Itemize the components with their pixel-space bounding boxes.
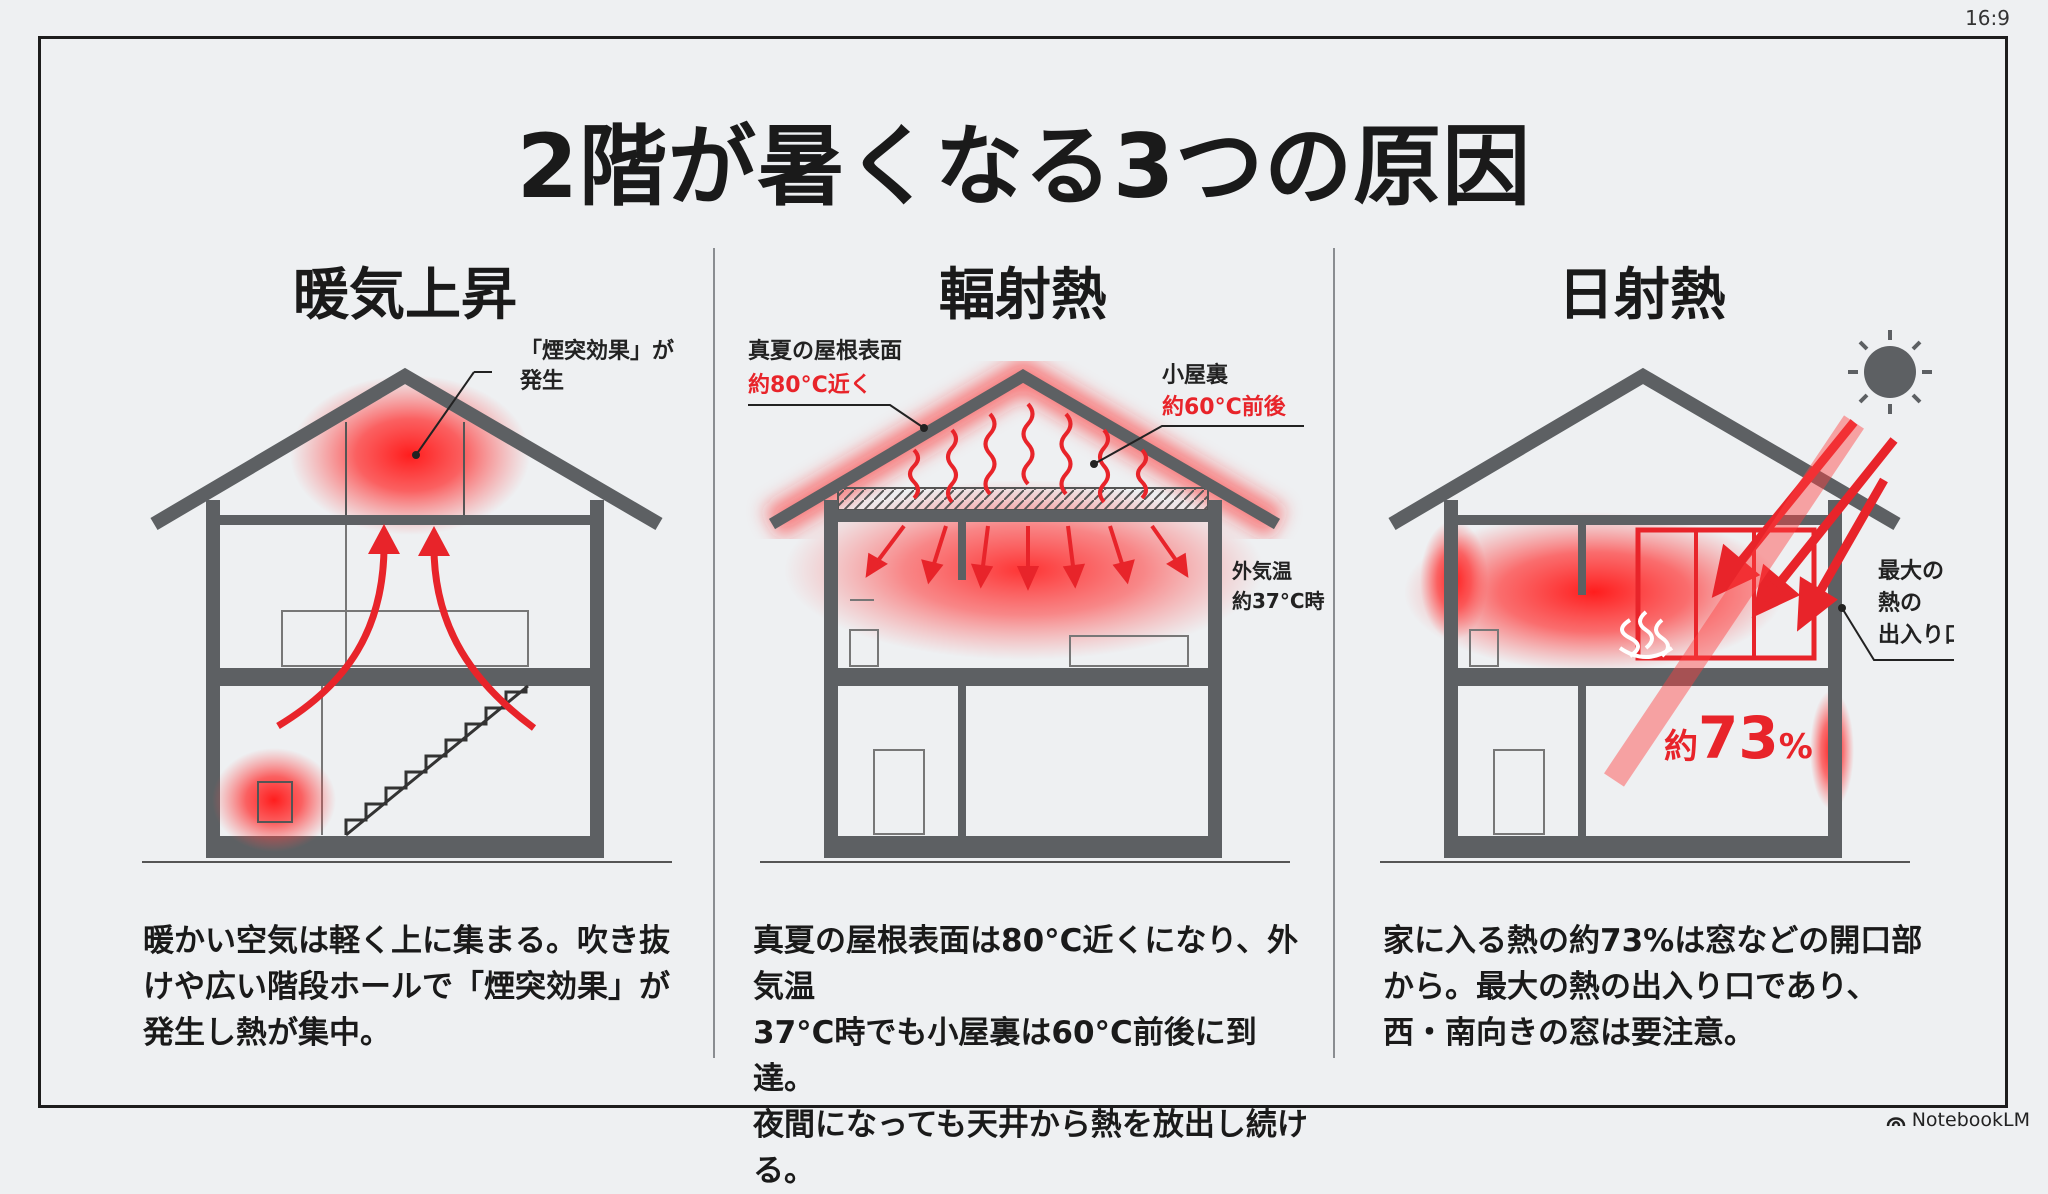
- outside-temp-label: 外気温 約37°C時: [1232, 559, 1325, 613]
- chimney-effect-callout: 「煙突効果」が 発生: [519, 338, 682, 394]
- radiant-heat-wave-7: [1136, 448, 1148, 500]
- radiant-heat-wave-1: [908, 448, 920, 500]
- attic-label: 小屋裏: [1162, 362, 1229, 388]
- heading-warm-air-rise: 暖気上昇: [293, 263, 517, 328]
- warm-air-arrow-left: [276, 537, 388, 729]
- roof-surface-temp: 約80°C近く: [748, 372, 872, 398]
- heading-radiant-heat: 輻射熱: [939, 263, 1107, 328]
- aspect-ratio-label: 16:9: [1965, 6, 2010, 30]
- description-warm-air-rise: 暖かい空気は軽く上に集まる。吹き抜 けや広い階段ホールで「煙突効果」が 発生し熱…: [143, 923, 670, 1051]
- diagram-warm-air-rise: 「煙突効果」が 発生: [142, 338, 682, 863]
- column-divider-1: [713, 248, 715, 1058]
- heat-steam-icon: [1618, 610, 1674, 659]
- radiant-heat-wave-2: [946, 428, 958, 504]
- notebooklm-logo: NotebookLM: [1886, 1109, 2030, 1131]
- max-heat-opening-label: 最大の 熱の 出入り口: [1878, 559, 1954, 648]
- radiant-heat-wave-6: [1098, 428, 1110, 504]
- radiant-heat-wave-5: [1059, 412, 1073, 496]
- diagram-radiant-heat: 真夏の屋根表面 約80°C近く 小屋裏 約60°C前後 外気温 約37°C時: [748, 338, 1325, 863]
- warm-air-arrow-right: [430, 539, 537, 731]
- roof-surface-label: 真夏の屋根表面: [748, 338, 902, 364]
- attic-heat-glow: [290, 375, 530, 535]
- attic-temp: 約60°C前後: [1162, 394, 1287, 420]
- heat-share-percent: 約73%: [1664, 704, 1813, 772]
- slide-frame: [38, 36, 2008, 1108]
- heading-solar-heat: 日射熱: [1558, 263, 1726, 328]
- heater-glow: [212, 748, 336, 852]
- description-solar-heat: 家に入る熱の約73%は窓などの開口部 から。最大の熱の出入り口であり、 西・南向…: [1383, 923, 1923, 1051]
- description-radiant-heat: 真夏の屋根表面は80°C近くになり、外気温 37°C時でも小屋裏は60°C前後に…: [753, 923, 1308, 1189]
- sun-icon: [1848, 330, 1932, 414]
- radiant-heat-wave-4: [1021, 402, 1035, 486]
- radiant-heat-wave-3: [983, 412, 997, 496]
- diagram-solar-heat: 約73% 最大の 熱の 出入り口: [1380, 330, 1954, 863]
- notebooklm-icon: [1886, 1117, 1905, 1127]
- column-divider-2: [1333, 248, 1335, 1058]
- slide-title: 2階が暑くなる3つの原因: [516, 115, 1532, 218]
